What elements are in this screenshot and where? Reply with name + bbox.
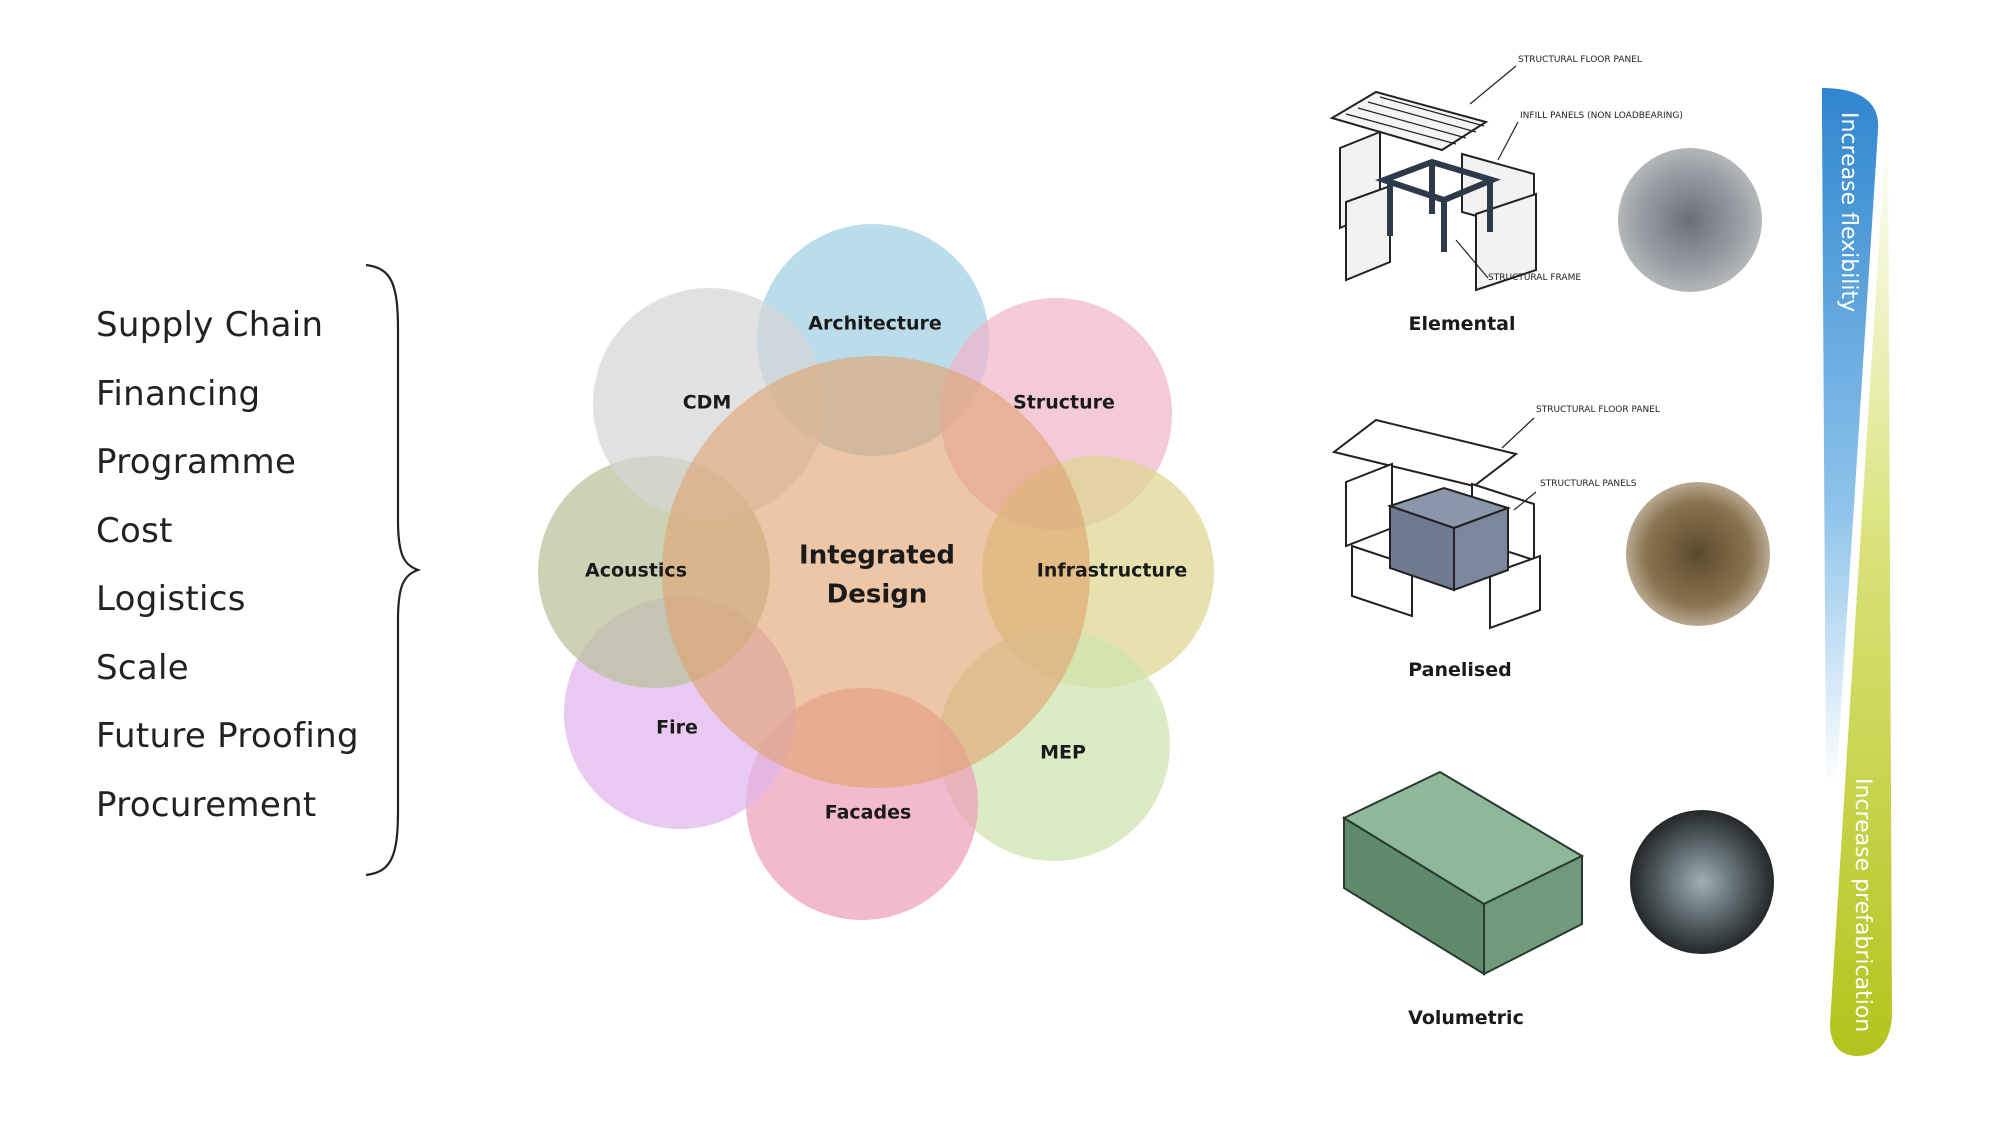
consideration-item: Future Proofing xyxy=(96,716,359,756)
method-label-elemental: Elemental xyxy=(1408,313,1515,335)
consideration-item: Scale xyxy=(96,647,189,688)
consideration-item: Financing xyxy=(96,373,261,414)
callout-panelised-floor-panel: STRUCTURAL FLOOR PANEL xyxy=(1536,405,1660,415)
scale-bar: Increase flexibility Increase prefabrica… xyxy=(1822,88,1892,1056)
venn-label-cdm: CDM xyxy=(683,392,732,414)
panelised-illustration xyxy=(1331,417,1541,630)
method-label-panelised: Panelised xyxy=(1408,659,1511,681)
considerations-list: Supply Chain Financing Programme Cost Lo… xyxy=(96,300,359,848)
venn-label-mep: MEP xyxy=(1040,742,1086,764)
curly-brace-icon xyxy=(365,263,422,877)
increase-flexibility-label: Increase flexibility xyxy=(1836,112,1861,312)
venn-label-fire: Fire xyxy=(656,717,698,739)
method-label-volumetric: Volumetric xyxy=(1408,1007,1524,1029)
consideration-item: Cost xyxy=(96,510,173,551)
volumetric-illustration xyxy=(1341,770,1585,976)
venn-label-architecture: Architecture xyxy=(808,313,941,335)
venn-center-label-line2: Design xyxy=(827,580,928,610)
callout-elemental-structural-frame: STRUCTURAL FRAME xyxy=(1488,273,1581,283)
callout-elemental-floor-panel: STRUCTURAL FLOOR PANEL xyxy=(1518,55,1642,65)
venn-center-label-line1: Integrated xyxy=(799,541,955,571)
flexibility-wedge xyxy=(1822,88,1879,786)
venn-label-facades: Facades xyxy=(825,802,912,824)
increase-prefabrication-label: Increase prefabrication xyxy=(1850,778,1875,1032)
consideration-item: Logistics xyxy=(96,579,246,619)
panelised-photo xyxy=(1626,482,1770,626)
callout-panelised-structural-panels: STRUCTURAL PANELS xyxy=(1540,479,1637,489)
venn-center-integrated-design xyxy=(662,356,1090,788)
prefabrication-wedge xyxy=(1830,128,1892,1056)
callout-elemental-infill-panels: INFILL PANELS (NON LOADBEARING) xyxy=(1520,111,1683,121)
venn-label-infrastructure: Infrastructure xyxy=(1037,560,1187,582)
elemental-photo xyxy=(1618,148,1762,292)
elemental-illustration xyxy=(1329,65,1537,292)
venn-label-structure: Structure xyxy=(1013,392,1115,414)
consideration-item: Supply Chain xyxy=(96,305,324,345)
venn-diagram: Architecture Structure Infrastructure ME… xyxy=(538,224,1214,920)
consideration-item: Programme xyxy=(96,442,297,482)
venn-label-acoustics: Acoustics xyxy=(585,560,687,582)
volumetric-photo xyxy=(1630,810,1774,954)
consideration-item: Procurement xyxy=(96,784,317,825)
